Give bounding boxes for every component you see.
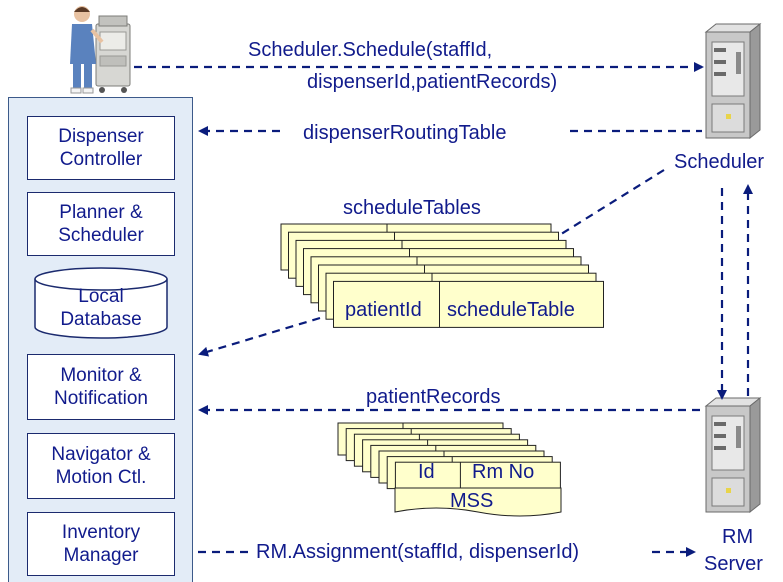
- planner-scheduler-box: Planner & Scheduler: [27, 192, 175, 256]
- navigator-motion-box: Navigator & Motion Ctl.: [27, 433, 175, 499]
- inventory-manager-label: Inventory Manager: [61, 522, 141, 566]
- mss-footer-label: MSS: [450, 490, 494, 512]
- mss-stack: [337, 422, 562, 517]
- patient-records-label: patientRecords: [366, 386, 501, 408]
- schedule-tables-stack: [280, 223, 604, 328]
- schedule-tables-arrow-in: [557, 169, 665, 237]
- local-database-cylinder: [34, 267, 168, 339]
- schedule-call-line2: dispenserId,patientRecords): [307, 71, 558, 93]
- nurse-with-dispenser-figure: [70, 6, 131, 94]
- assignment-call-label: RM.Assignment(staffId, dispenserId): [256, 541, 580, 563]
- dispenser-controller-label: Dispenser Controller: [58, 126, 144, 170]
- schedule-tables-title: scheduleTables: [343, 197, 481, 219]
- planner-scheduler-label: Planner & Scheduler: [58, 202, 144, 246]
- rm-server-label-line1: RM: [722, 526, 754, 548]
- monitor-notification-label: Monitor & Notification: [54, 365, 148, 409]
- navigator-motion-label: Navigator & Motion Ctl.: [51, 444, 151, 488]
- schedule-tables-arrow-out: [198, 316, 321, 357]
- schedule-table-card: [333, 280, 604, 328]
- mss-footer-band: [394, 487, 562, 517]
- scheduler-label: Scheduler: [674, 151, 765, 173]
- mss-col-id: Id: [418, 461, 435, 483]
- schedule-call-line1: Scheduler.Schedule(staffId,: [248, 39, 493, 61]
- rm-server-label-line2: Server: [704, 553, 763, 575]
- monitor-notification-box: Monitor & Notification: [27, 354, 175, 420]
- schedule-col-patientid: patientId: [345, 299, 422, 321]
- local-database-label: Local Database: [60, 286, 142, 330]
- schedule-col-scheduletable: scheduleTable: [447, 299, 575, 321]
- scheduler-server-icon: [704, 22, 762, 140]
- inventory-manager-box: Inventory Manager: [27, 512, 175, 576]
- routing-table-label: dispenserRoutingTable: [303, 122, 507, 144]
- rm-server-icon: [704, 396, 762, 514]
- dispenser-controller-box: Dispenser Controller: [27, 116, 175, 180]
- mss-col-rmno: Rm No: [472, 461, 535, 483]
- local-database-box: Local Database: [34, 283, 168, 333]
